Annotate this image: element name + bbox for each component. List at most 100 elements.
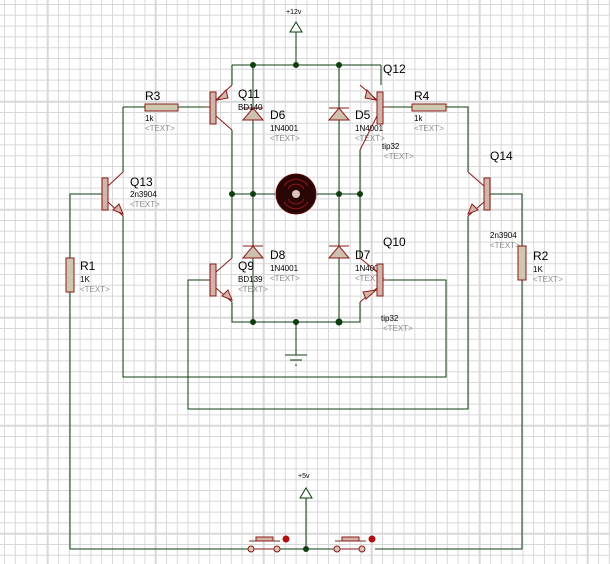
q9-value: BD139 <box>238 275 263 284</box>
transistor-q11[interactable]: Q11 BD140 <box>205 84 263 131</box>
transistor-icon <box>483 177 491 211</box>
transistor-icon <box>376 91 384 125</box>
transistor-icon <box>209 263 217 297</box>
emitter-arrow-icon <box>215 88 229 101</box>
diode-icon <box>327 107 351 121</box>
d6-ref: D6 <box>270 108 286 122</box>
r1-text: <TEXT> <box>80 285 110 294</box>
d5-value: 1N4001 <box>355 124 384 133</box>
diode-d6[interactable]: D6 1N4001 <TEXT> <box>241 107 300 143</box>
transistor-icon <box>101 177 109 211</box>
q12-text: <TEXT> <box>384 152 414 161</box>
q11-value: BD140 <box>238 103 263 112</box>
q13-value: 2n3904 <box>130 190 157 199</box>
wire-q14-base-r2 <box>490 193 523 246</box>
r3-value: 1k <box>145 114 154 123</box>
power-12v[interactable]: +12v <box>286 9 303 33</box>
junction <box>229 191 235 197</box>
resistor-icon <box>65 257 75 293</box>
d5-ref: D5 <box>355 108 371 122</box>
transistor-icon <box>376 263 384 297</box>
motor-winding-icon <box>283 178 309 210</box>
d7-value: 1N4001 <box>355 264 384 273</box>
q11-ref: Q11 <box>238 87 260 101</box>
emitter-arrow-icon <box>362 289 378 300</box>
junction <box>293 319 299 325</box>
junction <box>293 62 299 68</box>
d7-text: <TEXT> <box>355 274 385 283</box>
wire-r2-down <box>375 280 523 550</box>
d6-value: 1N4001 <box>270 124 299 133</box>
wire-q13-base-r1 <box>69 193 102 258</box>
power-12v-label: +12v <box>286 9 302 16</box>
junctions <box>229 62 363 552</box>
resistor-r4[interactable]: R4 1k <TEXT> <box>411 89 447 133</box>
motor[interactable] <box>275 173 317 215</box>
resistor-r3[interactable]: R3 1k <TEXT> <box>144 89 179 133</box>
junction <box>250 319 256 325</box>
junction <box>336 62 342 68</box>
button-terminal-icon <box>247 545 255 553</box>
power-arrow-icon <box>289 21 303 33</box>
resistor-r1[interactable]: R1 1K <TEXT> <box>65 257 110 294</box>
r2-ref: R2 <box>533 249 549 263</box>
diode-d5[interactable]: D5 1N4001 <TEXT> <box>327 107 385 143</box>
junction <box>336 191 342 197</box>
junction <box>250 62 256 68</box>
push-button-right[interactable] <box>333 535 376 553</box>
d7-ref: D7 <box>355 248 371 262</box>
diode-icon <box>241 245 265 259</box>
ground[interactable] <box>285 354 307 366</box>
resistor-icon <box>411 103 447 112</box>
diode-d7[interactable]: D7 1N4001 <TEXT> <box>327 245 385 283</box>
power-5v-label: +5v <box>298 473 310 480</box>
transistor-q10[interactable]: Q10 tip32 <TEXT> <box>359 235 413 333</box>
push-button-left[interactable] <box>247 535 290 553</box>
q9-text: <TEXT> <box>238 285 268 294</box>
emitter-arrow-icon <box>467 203 479 215</box>
q10-value: tip32 <box>381 314 399 323</box>
button-cap-icon <box>255 536 274 542</box>
button-terminal-icon <box>358 545 366 553</box>
q13-ref: Q13 <box>130 175 153 189</box>
diode-d8[interactable]: D8 1N4001 <TEXT> <box>241 245 300 283</box>
power-arrow-icon <box>299 487 313 499</box>
button-led-icon <box>282 535 290 543</box>
wire-r4-q14 <box>446 106 469 172</box>
d5-text: <TEXT> <box>355 134 385 143</box>
q14-value: 2n3904 <box>490 231 517 240</box>
transistor-q9[interactable]: Q9 BD139 <TEXT> <box>205 257 268 303</box>
junction <box>357 191 363 197</box>
q13-text: <TEXT> <box>130 200 160 209</box>
button-terminal-icon <box>273 545 281 553</box>
transistor-q12[interactable]: Q12 tip32 <TEXT> <box>359 62 414 161</box>
resistor-r2[interactable]: R2 1K <TEXT> <box>517 245 563 284</box>
q14-text: <TEXT> <box>490 241 520 250</box>
q12-value: tip32 <box>382 142 400 151</box>
r3-text: <TEXT> <box>145 124 175 133</box>
transistor-q13[interactable]: Q13 2n3904 <TEXT> <box>101 171 160 217</box>
power-5v[interactable]: +5v <box>298 473 313 499</box>
motor-shaft-icon <box>292 190 300 198</box>
junction <box>335 318 343 326</box>
r4-text: <TEXT> <box>414 124 444 133</box>
wire-r1-down <box>69 292 250 550</box>
d8-value: 1N4001 <box>270 264 299 273</box>
r1-ref: R1 <box>80 259 96 273</box>
transistor-icon <box>209 91 217 125</box>
q10-text: <TEXT> <box>383 324 413 333</box>
d6-text: <TEXT> <box>270 134 300 143</box>
r4-ref: R4 <box>414 89 430 103</box>
emitter-arrow-icon <box>364 88 378 101</box>
resistor-icon <box>517 245 527 281</box>
button-terminal-icon <box>333 545 341 553</box>
transistor-q14[interactable]: Q14 2n3904 <TEXT> <box>467 149 520 250</box>
r2-text: <TEXT> <box>533 275 563 284</box>
q9-ref: Q9 <box>238 259 254 273</box>
button-cap-icon <box>341 536 360 542</box>
diode-icon <box>327 245 351 259</box>
junction <box>250 191 256 197</box>
q12-ref: Q12 <box>383 62 406 76</box>
r3-ref: R3 <box>145 89 161 103</box>
